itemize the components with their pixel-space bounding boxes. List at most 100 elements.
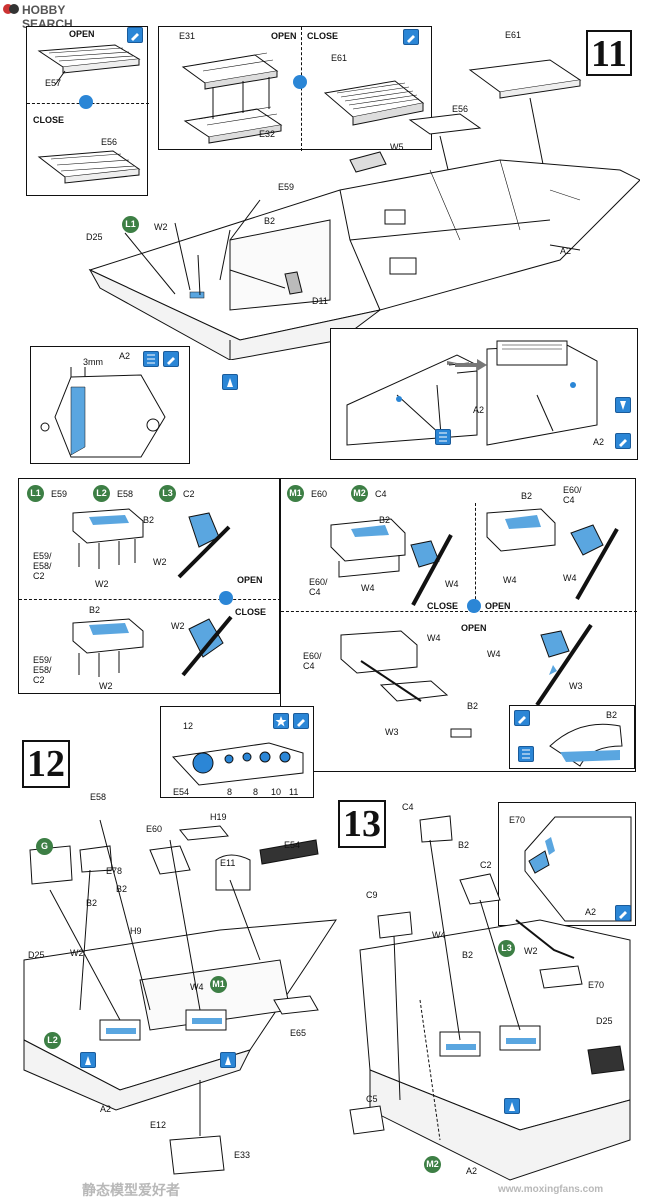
part-label-d25: D25: [596, 1016, 613, 1026]
part-label-e70: E70: [588, 980, 605, 990]
part-label-a2: A2: [473, 405, 485, 415]
open-label: OPEN: [485, 601, 511, 611]
close-label: CLOSE: [307, 31, 339, 41]
open-label: OPEN: [461, 623, 487, 633]
divider: [281, 611, 637, 612]
inset-hatch-frame: A2 A2: [330, 328, 638, 460]
hatch-open-drawing: [37, 44, 141, 86]
rotate-icon: [293, 75, 307, 89]
badge-l3: L3: [159, 485, 176, 502]
part-label-w5: W5: [390, 142, 404, 152]
part-label-a2: A2: [466, 1166, 478, 1176]
paint-hint-icon: [615, 433, 631, 449]
callout-10: 10: [271, 787, 282, 797]
inset-grille-open-close: E31 OPEN CLOSE E61 E32: [158, 26, 432, 151]
part-label-e59: E59: [51, 489, 68, 499]
callout-8: 8: [227, 787, 233, 797]
badge-l2: L2: [93, 485, 110, 502]
paint-hint-icon: [127, 27, 143, 43]
part-label-w2: W2: [95, 579, 109, 589]
paint-hint-icon: [163, 351, 179, 367]
part-label-b2: B2: [116, 884, 128, 894]
step-number-11: 11: [586, 30, 632, 76]
part-label-c4: C4: [375, 489, 387, 499]
part-label-b2: B2: [143, 515, 155, 525]
part-label-b2: B2: [458, 840, 470, 850]
part-label-c5: C5: [366, 1094, 378, 1104]
inset-gauge-panel: 12 E54 8 8 10 11: [160, 706, 314, 798]
grille-closed-drawing: [323, 80, 425, 126]
panel-hatch-variants-l: L1 E59 L2 E58 L3 C2 B2 E59/ E58/ C2 W2 W…: [18, 478, 281, 694]
part-label-e54: E54: [173, 787, 190, 797]
badge-m2: M2: [424, 1156, 441, 1173]
step-number-12: 12: [22, 740, 70, 788]
part-label-c2: C2: [183, 489, 195, 499]
part-label-d25: D25: [86, 232, 103, 242]
rotate-icon: [79, 95, 93, 109]
part-label-e61: E61: [331, 53, 348, 63]
badge-l1: L1: [122, 216, 139, 233]
grille-open-drawing: [181, 52, 283, 144]
badge-m2: M2: [351, 485, 368, 502]
part-label-w2: W2: [153, 557, 167, 567]
divider: [301, 27, 302, 151]
part-label-e54: E54: [284, 840, 301, 850]
open-label: OPEN: [237, 575, 263, 585]
part-label-e60c4: E60/ C4: [309, 577, 328, 597]
watermark-url: www.moxingfans.com: [498, 1184, 604, 1195]
part-label-e60c4: E60/ C4: [563, 485, 582, 505]
glue-hint-icon: [504, 1098, 520, 1114]
glue-hint-icon: [615, 397, 631, 413]
divider: [475, 503, 476, 609]
part-label-e32: E32: [259, 129, 276, 139]
inset-b2-detail: B2: [509, 705, 635, 769]
part-label-w4: W4: [563, 573, 577, 583]
part-label-b2: B2: [467, 701, 479, 711]
divider: [19, 599, 281, 600]
part-label-e65: E65: [290, 1028, 307, 1038]
part-label-w2: W2: [524, 946, 538, 956]
badge-g: G: [36, 838, 53, 855]
glue-hint-icon: [220, 1052, 236, 1068]
part-label-b2: B2: [379, 515, 391, 525]
part-label-w2: W2: [154, 222, 168, 232]
inset-3mm-detail: 3mm A2: [30, 346, 190, 464]
part-label-e70: E70: [509, 815, 526, 825]
part-label-e60c4: E60/ C4: [303, 651, 322, 671]
part-label-e60: E60: [311, 489, 328, 499]
close-label: CLOSE: [427, 601, 459, 611]
part-label-a2: A2: [560, 246, 572, 256]
part-label-w4: W4: [361, 583, 375, 593]
part-label-b2: B2: [89, 605, 101, 615]
part-label-w3: W3: [385, 727, 399, 737]
part-label-c4: C4: [402, 802, 414, 812]
glue-hint-icon: [80, 1052, 96, 1068]
part-label-h9: H9: [130, 926, 142, 936]
part-label-w4: W4: [427, 633, 441, 643]
star-hint-icon: [273, 713, 289, 729]
callout-11: 11: [289, 787, 299, 797]
part-label-d11: D11: [312, 296, 328, 306]
hatch-m-drawings: [330, 508, 619, 738]
part-label-c9: C9: [366, 890, 378, 900]
part-label-b2: B2: [606, 710, 618, 720]
part-label-a2: A2: [585, 907, 597, 917]
callout-12: 12: [183, 721, 194, 731]
part-label-variants: E59/ E58/ C2: [33, 551, 52, 581]
paint-hint-icon: [615, 905, 631, 921]
paint-hint-icon: [403, 29, 419, 45]
part-label-e56: E56: [452, 104, 469, 114]
part-label-w4: W4: [487, 649, 501, 659]
part-label-e59: E59: [278, 182, 295, 192]
part-label-e33: E33: [234, 1150, 251, 1160]
part-label-a2: A2: [100, 1104, 112, 1114]
part-label-h19: H19: [210, 812, 227, 822]
part-label-e31: E31: [179, 31, 196, 41]
rotate-icon: [467, 599, 481, 613]
part-label-e78: E78: [106, 866, 123, 876]
paint-hint-icon: [518, 746, 534, 762]
callout-8: 8: [253, 787, 259, 797]
part-label-e57: E57: [45, 78, 62, 88]
open-label: OPEN: [271, 31, 297, 41]
close-label: CLOSE: [235, 607, 267, 617]
